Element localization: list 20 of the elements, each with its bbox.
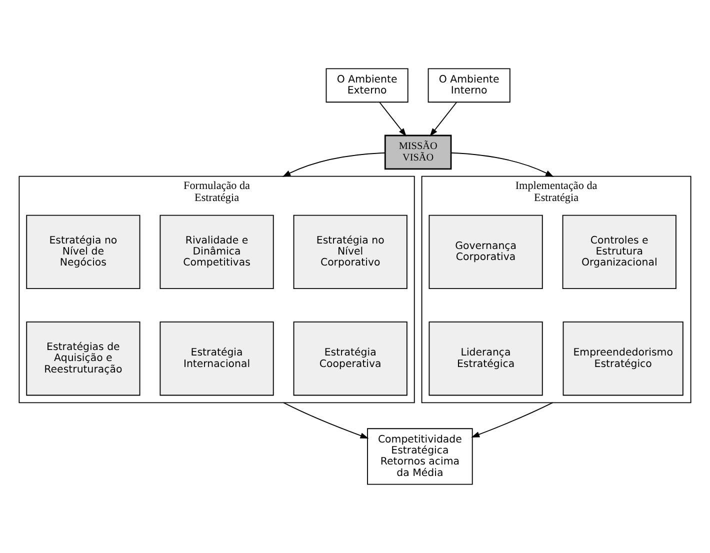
node-box: O Ambiente Externo [326, 68, 408, 103]
node-box: Rivalidade e Dinâmica Competitivas [160, 214, 274, 290]
node-box: Estratégia Cooperativa [293, 322, 408, 396]
node-box: Estratégias de Aquisição e Reestruturação [26, 322, 140, 396]
node-box: O Ambiente Interno [428, 68, 510, 103]
node-box: MISSÃO VISÃO [384, 134, 452, 170]
node-box: Estratégia no Nível Corporativo [293, 214, 408, 290]
node-box: Estratégia Internacional [160, 322, 274, 396]
node-box: Governança Corporativa [428, 214, 543, 290]
node-box: Empreendedorismo Estratégico [562, 322, 684, 396]
arrow [430, 102, 457, 137]
node-box: Estratégia no Nível de Negócios [26, 214, 140, 290]
node-box: Competitividade Estratégica Retornos acima da Média [367, 428, 473, 485]
arrow [471, 402, 554, 438]
arrow [282, 152, 386, 177]
node-box: Controles e Estrutura Organizacional [562, 214, 676, 290]
arrow [450, 152, 554, 177]
arrow [379, 102, 406, 137]
node-box: Liderança Estratégica [428, 322, 543, 396]
arrow [283, 402, 369, 438]
